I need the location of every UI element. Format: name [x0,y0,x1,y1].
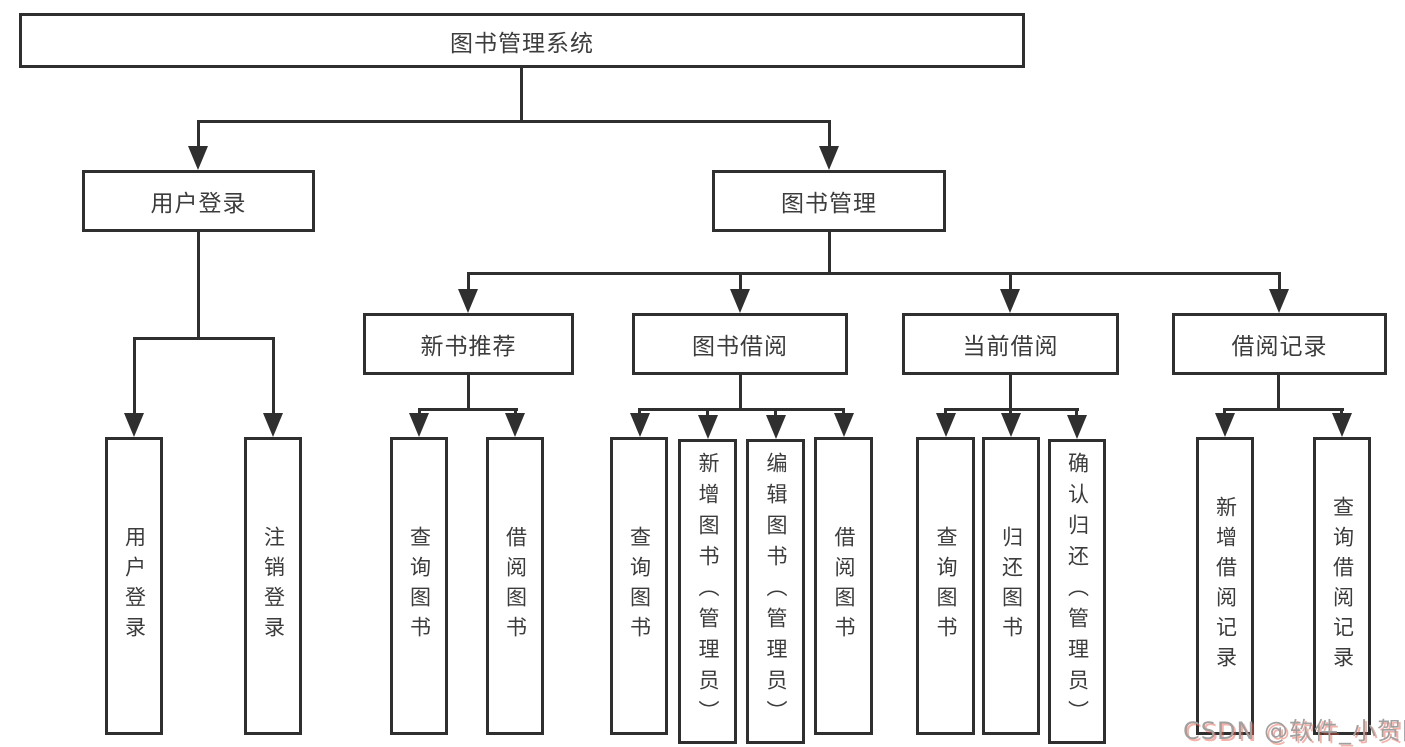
arrowhead-current-borrow [1000,289,1020,313]
connector-book-borrow-bar [638,408,845,411]
connector-book-mgmt-stem [828,232,831,274]
node-root: 图书管理系统 [19,13,1025,68]
arrowhead-confirm-return [1067,415,1087,439]
connector-book-mgmt-bar [467,272,1280,275]
node-leaf-query-books-borrow-label: 查询图书 [627,526,652,646]
arrowhead-edit-book [766,415,786,439]
connector-to-add-record [1223,408,1226,415]
node-leaf-query-books-current-label: 查询图书 [934,526,958,646]
node-leaf-edit-book-admin: 编辑图书（管理员） [746,439,805,744]
arrowhead-borrow-b [834,413,854,437]
node-new-book-recommend: 新书推荐 [363,313,574,375]
connector-to-borrow-b [842,408,845,415]
node-leaf-add-book-admin-label: 新增图书（管理员） [696,452,720,731]
node-new-book-recommend-label: 新书推荐 [420,334,517,360]
connector-to-query-record [1340,408,1343,415]
node-leaf-user-login-label: 用户登录 [122,526,147,646]
arrowhead-book-management [819,146,839,170]
node-leaf-add-borrow-record: 新增借阅记录 [1196,437,1254,735]
connector-root-stem [520,68,523,122]
node-leaf-add-book-admin: 新增图书（管理员） [678,439,737,744]
connector-user-login-bar [133,337,275,340]
node-root-label: 图书管理系统 [450,30,594,57]
arrowhead-query-c [936,413,956,437]
connector-to-edit-book [774,408,777,417]
arrowhead-query-b [630,413,650,437]
arrowhead-new-book [458,289,478,313]
node-leaf-borrow-books-recommend: 借阅图书 [486,437,544,735]
connector-borrow-records-bar [1224,408,1344,411]
connector-to-borrow-a [514,408,517,415]
connector-to-query-a [418,408,421,415]
node-leaf-return-books-label: 归还图书 [999,526,1024,646]
node-leaf-borrow-books-borrow-label: 借阅图书 [832,526,856,646]
arrowhead-borrow-a [505,413,525,437]
connector-user-login-stem [197,232,200,339]
connector-to-add-book [706,408,709,417]
connector-to-query-c [944,408,947,415]
node-leaf-query-books-current: 查询图书 [916,437,975,735]
node-leaf-query-borrow-record: 查询借阅记录 [1313,437,1371,735]
node-leaf-query-books-recommend-label: 查询图书 [407,526,432,646]
node-current-borrow-label: 当前借阅 [962,334,1059,360]
connector-current-borrow-stem [1009,375,1012,410]
connector-to-confirm-return [1075,408,1078,417]
node-book-management: 图书管理 [712,170,946,232]
connector-to-logout-leaf [272,337,275,415]
connector-to-borrow-records [1278,272,1281,291]
arrowhead-login-leaf [124,413,144,437]
node-borrow-records: 借阅记录 [1172,313,1387,375]
node-leaf-borrow-books-borrow: 借阅图书 [814,437,873,735]
node-leaf-edit-book-admin-label: 编辑图书（管理员） [764,452,788,731]
connector-to-book-management [828,120,831,150]
node-borrow-records-label: 借阅记录 [1231,334,1328,360]
arrowhead-add-book [698,415,718,439]
node-book-borrow-label: 图书借阅 [692,334,788,360]
node-book-management-label: 图书管理 [781,191,877,217]
arrowhead-book-borrow [730,289,750,313]
arrowhead-borrow-records [1269,289,1289,313]
connector-to-login-leaf [133,337,136,415]
connector-to-query-b [638,408,641,415]
node-user-login-label: 用户登录 [150,191,247,217]
node-leaf-user-login: 用户登录 [105,437,163,735]
node-current-borrow: 当前借阅 [902,313,1119,375]
connector-new-book-bar [418,408,518,411]
connector-new-book-stem [467,375,470,410]
node-leaf-query-books-recommend: 查询图书 [390,437,448,735]
connector-to-return-book [1009,408,1012,415]
connector-to-user-login [197,120,200,150]
connector-root-bar [197,120,831,123]
node-leaf-add-borrow-record-label: 新增借阅记录 [1213,496,1238,676]
node-book-borrow: 图书借阅 [632,313,848,375]
connector-book-borrow-stem [739,375,742,410]
arrowhead-return-book [1001,413,1021,437]
node-leaf-return-books: 归还图书 [982,437,1040,735]
node-leaf-confirm-return-admin: 确认归还（管理员） [1048,439,1106,744]
node-leaf-borrow-books-recommend-label: 借阅图书 [503,526,528,646]
arrowhead-user-login [188,146,208,170]
arrowhead-logout-leaf [263,413,283,437]
connector-borrow-records-stem [1277,375,1280,410]
arrowhead-query-record [1332,413,1352,437]
connector-to-current-borrow [1009,272,1012,291]
connector-to-new-book [467,272,470,291]
node-leaf-confirm-return-admin-label: 确认归还（管理员） [1065,452,1090,731]
csdn-watermark: CSDN @软件_小贺同学 [1183,717,1405,745]
node-leaf-query-books-borrow: 查询图书 [610,437,668,735]
node-leaf-query-borrow-record-label: 查询借阅记录 [1330,496,1355,676]
arrowhead-query-a [409,413,429,437]
connector-to-book-borrow [739,272,742,291]
node-leaf-logout-label: 注销登录 [261,526,286,646]
node-user-login: 用户登录 [82,170,315,232]
arrowhead-add-record [1215,413,1235,437]
node-leaf-logout: 注销登录 [244,437,302,735]
